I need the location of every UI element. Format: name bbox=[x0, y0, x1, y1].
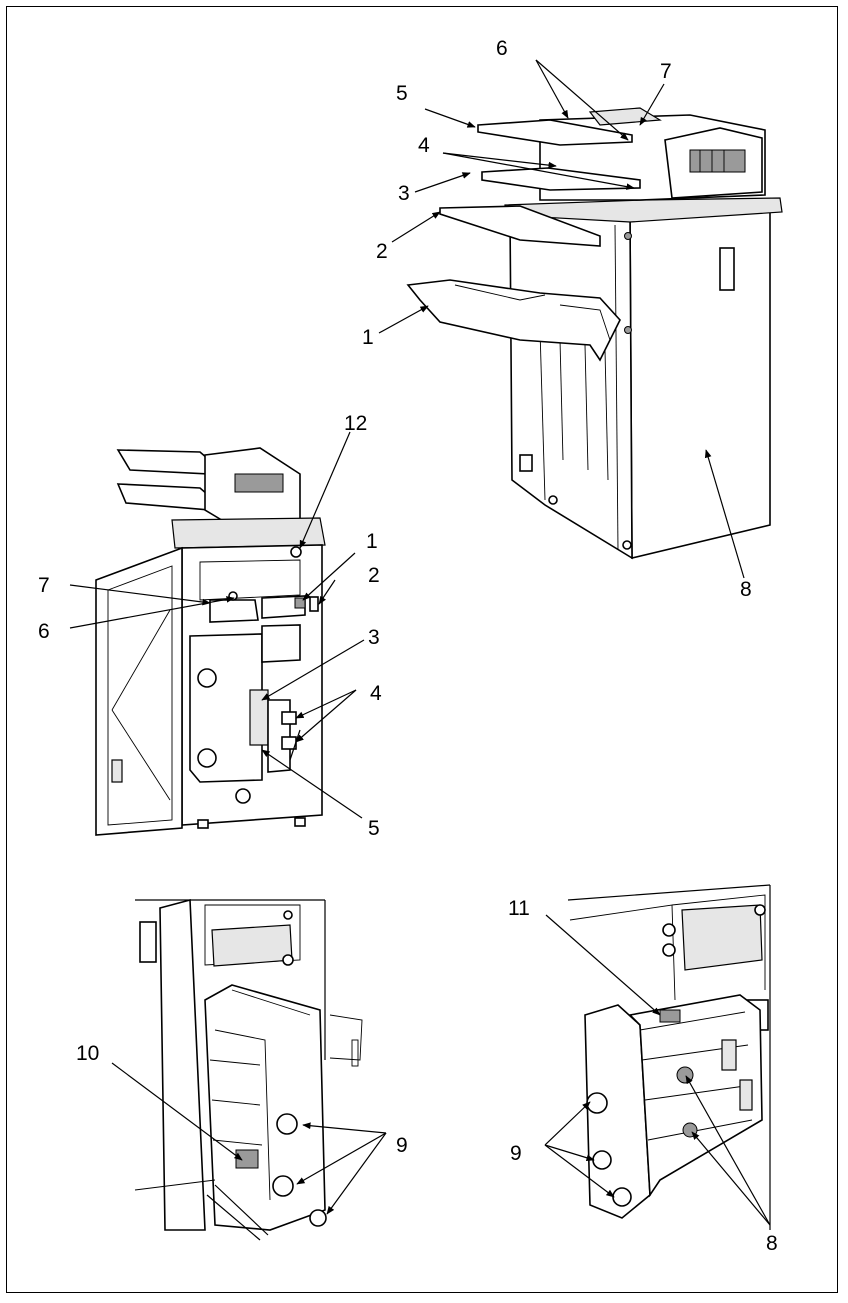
knob-9a bbox=[276, 1113, 298, 1135]
callout-right-9: 9 bbox=[510, 1142, 522, 1165]
top-tray bbox=[116, 449, 215, 475]
knob-9c bbox=[309, 1209, 327, 1227]
callout-door-7: 7 bbox=[38, 574, 50, 597]
callout-door-4: 4 bbox=[370, 682, 382, 705]
figure-door-open: 12 1 7 2 6 3 4 5 bbox=[38, 412, 382, 840]
cabinet-side bbox=[509, 214, 633, 560]
control-panel-display bbox=[689, 149, 746, 173]
callout-ext-6: 6 bbox=[496, 37, 508, 60]
callout-left-10: 10 bbox=[76, 1042, 99, 1065]
knob-9a bbox=[586, 1092, 608, 1114]
figure-unit-right: 11 9 8 bbox=[508, 884, 778, 1255]
callout-door-1: 1 bbox=[366, 530, 378, 553]
lever-10 bbox=[235, 1149, 259, 1169]
callout-door-6: 6 bbox=[38, 620, 50, 643]
callout-ext-4: 4 bbox=[418, 134, 430, 157]
output-tray-3 bbox=[481, 167, 641, 191]
knob-9b bbox=[592, 1150, 612, 1170]
middle-tray bbox=[116, 483, 215, 511]
top-cover bbox=[171, 517, 326, 549]
knob-9b bbox=[272, 1175, 294, 1197]
callout-ext-1: 1 bbox=[362, 326, 374, 349]
output-tray-5 bbox=[477, 119, 633, 146]
callout-ext-7: 7 bbox=[660, 60, 672, 83]
knob-1 bbox=[294, 597, 306, 609]
figure-exterior: 5 6 7 4 3 2 1 8 bbox=[362, 37, 783, 601]
door-frame bbox=[159, 898, 206, 1231]
callout-ext-5: 5 bbox=[396, 82, 408, 105]
callout-door-12: 12 bbox=[344, 412, 367, 435]
main-output-tray-1 bbox=[406, 279, 621, 362]
callout-door-2: 2 bbox=[368, 564, 380, 587]
pulled-out-unit bbox=[204, 984, 326, 1231]
lever-11 bbox=[659, 1009, 681, 1023]
open-front-door bbox=[95, 546, 183, 836]
callout-ext-2: 2 bbox=[376, 240, 388, 263]
cabinet-front-panel bbox=[629, 209, 771, 560]
callout-left-9: 9 bbox=[396, 1134, 408, 1157]
knob-9c bbox=[612, 1187, 632, 1207]
figure-unit-left: 10 9 bbox=[76, 898, 408, 1241]
callout-door-3: 3 bbox=[368, 626, 380, 649]
callout-ext-8: 8 bbox=[740, 578, 752, 601]
door-handle bbox=[719, 247, 735, 291]
callout-door-5: 5 bbox=[368, 817, 380, 840]
figure-frame bbox=[6, 6, 838, 1293]
callout-right-8: 8 bbox=[766, 1232, 778, 1255]
callout-ext-3: 3 bbox=[398, 182, 410, 205]
callout-right-11: 11 bbox=[508, 897, 530, 920]
